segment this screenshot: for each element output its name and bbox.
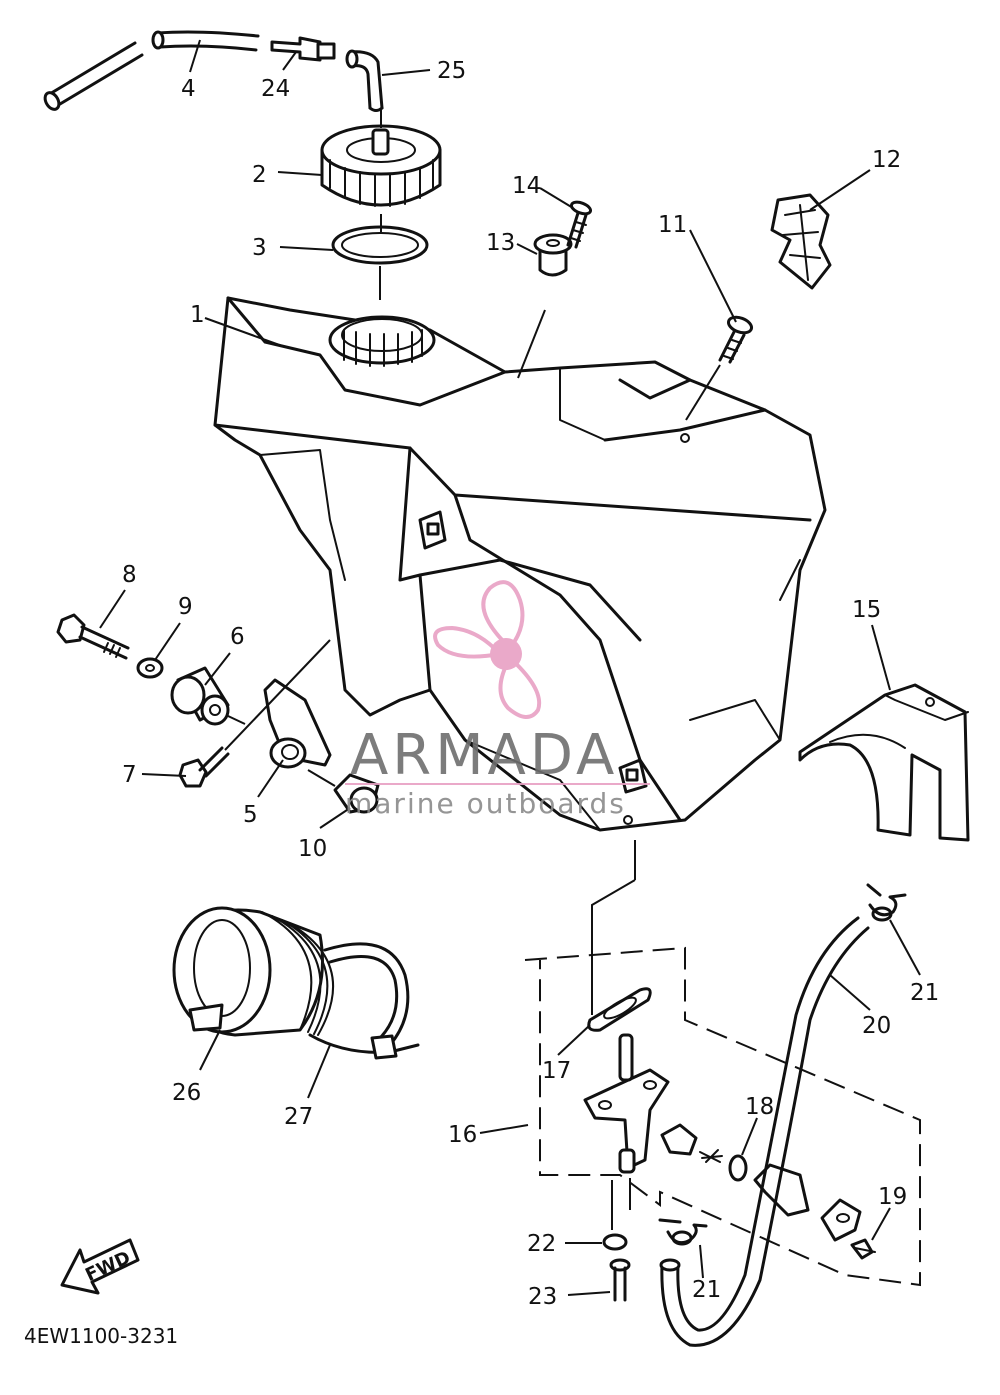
- part-bolt-8: [56, 613, 130, 660]
- part-band-27: [308, 942, 420, 1060]
- callout-13: 13: [486, 230, 515, 256]
- callout-6: 6: [230, 624, 245, 650]
- part-bolt-11: [718, 315, 754, 364]
- part-washer-9: [136, 657, 164, 679]
- part-elbow-25: [345, 49, 384, 112]
- callout-14: 14: [512, 173, 541, 199]
- leader-10: [307, 769, 336, 787]
- part-fuel-hose-20: [659, 916, 870, 1347]
- callout-24: 24: [261, 76, 290, 102]
- callout-4: 4: [181, 76, 196, 102]
- callout-1: 1: [190, 302, 205, 328]
- callout-23: 23: [528, 1284, 557, 1310]
- part-cover-15: [798, 683, 970, 842]
- callout-numbers: 4 24 25 2 3 1 14 13 11 12 8 9 6 7 5 10 1…: [122, 58, 939, 1310]
- callout-3: 3: [252, 235, 267, 261]
- callout-12: 12: [872, 147, 901, 173]
- callout-20: 20: [862, 1013, 891, 1039]
- callout-7: 7: [122, 762, 137, 788]
- part-oring-3: [331, 225, 429, 300]
- part-clip-21-lower: [658, 1218, 708, 1246]
- callout-21-lower: 21: [692, 1277, 721, 1303]
- callout-8: 8: [122, 562, 137, 588]
- callout-5: 5: [243, 802, 258, 828]
- part-rubber-6: [170, 666, 230, 726]
- part-fuel-cock-assembly-16: [524, 946, 921, 1287]
- callout-21-upper: 21: [910, 980, 939, 1006]
- callout-11: 11: [658, 212, 687, 238]
- armada-watermark: ARMADA marine outboards: [345, 580, 650, 820]
- part-bracket-5: [263, 678, 332, 769]
- watermark-tagline: marine outboards: [345, 787, 626, 820]
- part-damper-13: [533, 233, 573, 277]
- callout-16: 16: [448, 1122, 477, 1148]
- part-fuel-tank-1: [213, 296, 827, 1015]
- callout-2: 2: [252, 162, 267, 188]
- drawing-code: 4EW1100-3231: [24, 1324, 178, 1348]
- callout-26: 26: [172, 1080, 201, 1106]
- callout-19: 19: [878, 1184, 907, 1210]
- callout-27: 27: [284, 1104, 313, 1130]
- part-screw-14: [566, 200, 593, 249]
- part-hose-4: [43, 30, 260, 111]
- part-screw-23: [609, 1258, 631, 1302]
- callout-15: 15: [852, 597, 881, 623]
- leader-6: [227, 715, 246, 725]
- callout-18: 18: [745, 1094, 774, 1120]
- callout-9: 9: [178, 594, 193, 620]
- callout-25: 25: [437, 58, 466, 84]
- fwd-arrow-icon: FWD: [60, 1238, 140, 1295]
- part-damper-26: [172, 906, 334, 1037]
- callout-22: 22: [527, 1231, 556, 1257]
- part-clip-12: [770, 193, 832, 290]
- callout-17: 17: [542, 1058, 571, 1084]
- part-clip-21-upper: [866, 883, 907, 922]
- callout-leaders: [99, 39, 921, 1296]
- watermark-brand: ARMADA: [350, 723, 618, 788]
- part-fitting-24: [270, 36, 336, 62]
- part-washer-22: [602, 1233, 628, 1251]
- propeller-logo-icon: [433, 580, 542, 719]
- callout-10: 10: [298, 836, 327, 862]
- part-bolt-7: [178, 639, 331, 788]
- part-cap-2: [320, 110, 442, 232]
